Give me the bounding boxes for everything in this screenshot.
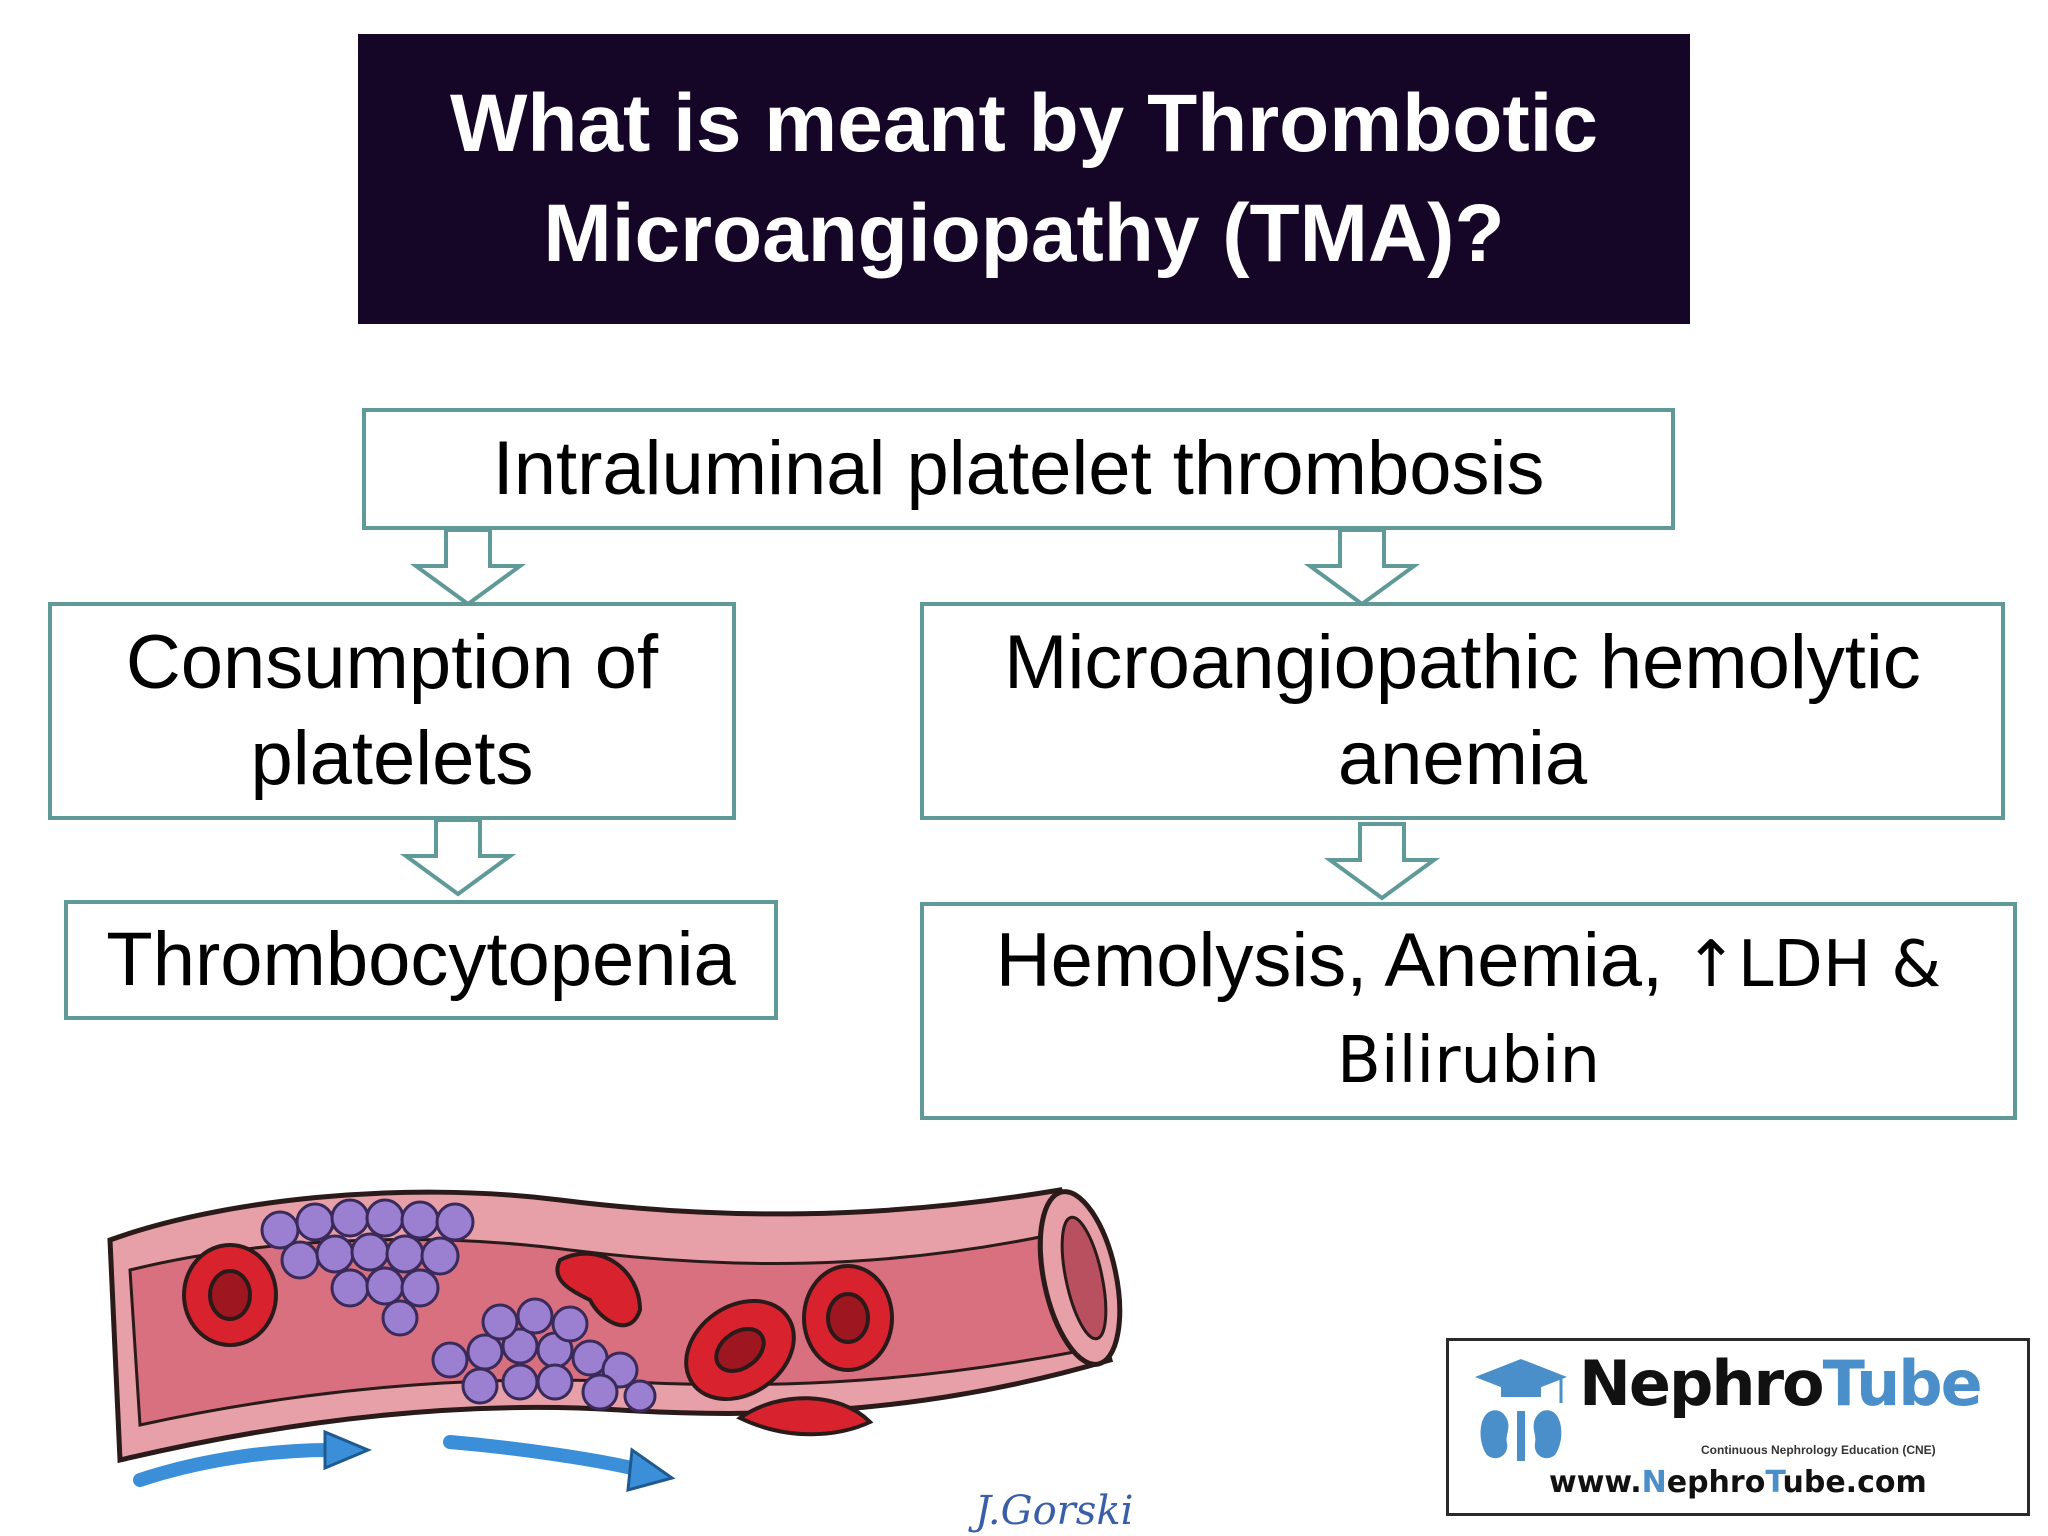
node-label-text: LDH &: [1737, 928, 1942, 1002]
node-consumption-of-platelets: Consumption of platelets: [48, 602, 736, 820]
down-arrow-icon: [399, 818, 517, 897]
node-label-line-1: Consumption of: [125, 620, 659, 705]
logo-name-part2: Tube: [1822, 1347, 1983, 1420]
blood-vessel-illustration: [107, 1187, 1123, 1493]
slide-title: What is meant by Thrombotic Microangiopa…: [358, 34, 1690, 324]
node-hemolysis-anemia-ldh-bilirubin: Hemolysis, Anemia, ↑LDH & Bilirubin: [920, 902, 2017, 1120]
node-label-line-2: Bilirubin: [1336, 1024, 1601, 1098]
nephrotube-logo[interactable]: NephroTube Continuous Nephrology Educati…: [1446, 1338, 2030, 1516]
up-arrow-icon: ↑: [1684, 928, 1738, 1002]
url-part: N: [1641, 1465, 1667, 1500]
node-thrombocytopenia: Thrombocytopenia: [64, 900, 778, 1020]
logo-wordmark: NephroTube: [1579, 1347, 1983, 1420]
kidney-graduation-cap-icon: [1475, 1359, 1567, 1461]
node-label-line-2: platelets: [250, 716, 534, 801]
url-part: T: [1765, 1465, 1783, 1500]
logo-name-part1: Nephro: [1579, 1347, 1825, 1420]
logo-url[interactable]: www.NephroTube.com: [1549, 1465, 1927, 1500]
node-label-line-1: Hemolysis, Anemia, ↑LDH &: [996, 913, 1941, 1013]
down-arrow-icon: [1323, 822, 1441, 901]
node-label-text: Hemolysis, Anemia,: [995, 918, 1685, 1003]
url-part: ephro: [1666, 1465, 1766, 1500]
logo-tagline: Continuous Nephrology Education (CNE): [1701, 1443, 1936, 1457]
node-intraluminal-thrombosis: Intraluminal platelet thrombosis: [362, 408, 1675, 530]
node-microangiopathic-hemolytic-anemia: Microangiopathic hemolytic anemia: [920, 602, 2005, 820]
down-arrow-icon: [409, 528, 527, 607]
node-label-line-2: anemia: [1337, 716, 1588, 801]
node-label: Thrombocytopenia: [106, 917, 736, 1002]
title-line-1: What is meant by Thrombotic: [449, 78, 1599, 169]
url-part: www.: [1549, 1465, 1642, 1500]
down-arrow-icon: [1303, 528, 1421, 607]
node-label-line-1: Microangiopathic hemolytic: [1004, 620, 1921, 705]
artist-signature: J.Gorski: [975, 1488, 1134, 1534]
node-label: Intraluminal platelet thrombosis: [492, 426, 1545, 511]
url-part: ube.com: [1782, 1465, 1927, 1500]
title-line-2: Microangiopathy (TMA)?: [543, 188, 1505, 279]
